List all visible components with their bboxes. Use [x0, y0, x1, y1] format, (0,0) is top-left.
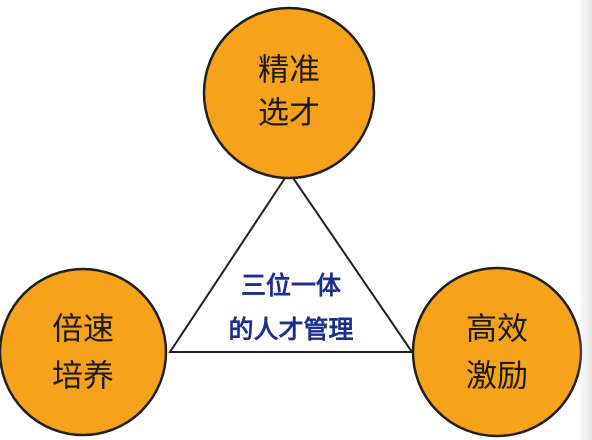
- node-rapid-training: 倍速 培养: [0, 267, 168, 437]
- node-left-line1: 倍速: [52, 312, 114, 348]
- node-top-circle: [202, 6, 376, 180]
- node-right-line2: 激励: [466, 359, 528, 395]
- node-right-line1: 高效: [466, 312, 528, 348]
- right-edge-shade: [578, 0, 592, 440]
- node-top-line1: 精准: [258, 53, 320, 89]
- center-label: 三位一体 的人才管理: [228, 271, 353, 344]
- connecting-triangle: [168, 170, 414, 353]
- node-left-circle: [0, 267, 168, 437]
- center-label-line1: 三位一体: [241, 271, 342, 300]
- node-efficient-incentive: 高效 激励: [411, 266, 583, 438]
- center-label-line2: 的人才管理: [228, 315, 353, 344]
- node-right-circle: [411, 266, 583, 438]
- node-top-line2: 选才: [258, 96, 320, 132]
- node-precise-selection: 精准 选才: [202, 6, 376, 180]
- node-left-line2: 培养: [52, 359, 114, 395]
